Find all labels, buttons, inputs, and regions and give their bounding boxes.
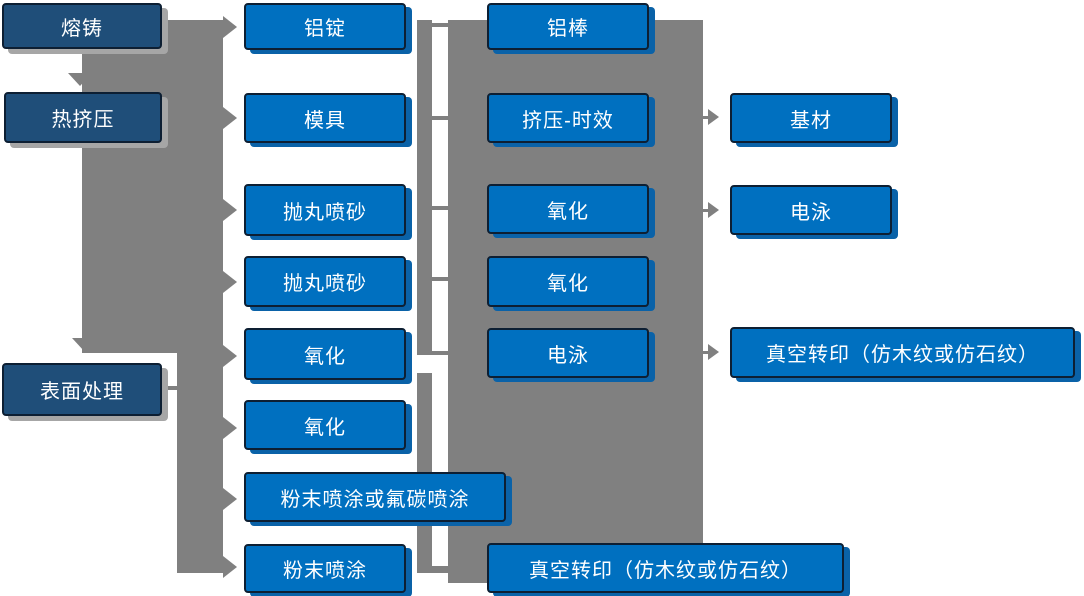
arrow-right-icon (223, 107, 237, 129)
arrow-right-icon (223, 199, 237, 221)
connector-crosslink-5 (420, 351, 448, 355)
connector-crosslink-bottom (430, 566, 448, 573)
arrow-tail (703, 351, 709, 354)
node-extrusion-aging: 挤压-时效 (487, 93, 649, 143)
node-vacuum-transfer-print-2: 真空转印（仿木纹或仿石纹） (487, 543, 844, 593)
connector-crosslink-1 (420, 23, 448, 27)
connector-crosslink-2 (420, 116, 448, 120)
arrow-down-icon (72, 338, 96, 351)
arrow-right-icon (708, 202, 719, 218)
node-aluminum-ingot: 铝锭 (244, 3, 406, 50)
node-oxidation-1: 氧化 (244, 328, 406, 380)
arrow-right-icon (708, 109, 719, 125)
node-powder-or-fluorocarbon-coating: 粉末喷涂或氟碳喷涂 (244, 472, 506, 522)
connector-mid-band-upper (417, 20, 432, 355)
connector-crosslink-4 (420, 277, 448, 281)
node-electrophoresis-1: 电泳 (487, 328, 649, 378)
arrow-right-icon (223, 488, 237, 510)
node-surface-treatment: 表面处理 (2, 363, 162, 416)
node-shot-blast-sandblast-2: 抛丸喷砂 (244, 256, 406, 307)
arrow-down-icon (68, 73, 92, 86)
node-electrophoresis-2: 电泳 (730, 185, 892, 235)
node-hot-extrusion: 热挤压 (4, 92, 162, 143)
arrow-right-icon (708, 344, 719, 360)
arrow-right-icon (223, 16, 237, 38)
connector-crosslink-3 (420, 206, 448, 210)
arrow-right-icon (223, 271, 237, 293)
node-oxidation-2: 氧化 (244, 400, 406, 450)
node-mold: 模具 (244, 93, 406, 143)
connector-surface-treatment-stub (162, 386, 177, 390)
arrow-tail (703, 209, 709, 212)
node-shot-blast-sandblast-1: 抛丸喷砂 (244, 184, 406, 236)
arrow-right-icon (223, 345, 237, 367)
node-oxidation-4: 氧化 (487, 256, 649, 307)
node-base-material: 基材 (730, 93, 892, 143)
node-aluminum-rod: 铝棒 (487, 3, 649, 50)
connector-left-lower-band (177, 353, 223, 573)
node-oxidation-3: 氧化 (487, 184, 649, 234)
arrow-right-icon (223, 417, 237, 439)
node-powder-coating: 粉末喷涂 (244, 544, 406, 593)
arrow-right-icon (223, 556, 237, 578)
node-melting-casting: 熔铸 (2, 3, 162, 49)
node-vacuum-transfer-print-1: 真空转印（仿木纹或仿石纹） (730, 327, 1075, 378)
connector-left-main-block (82, 20, 223, 353)
arrow-tail (703, 116, 709, 119)
